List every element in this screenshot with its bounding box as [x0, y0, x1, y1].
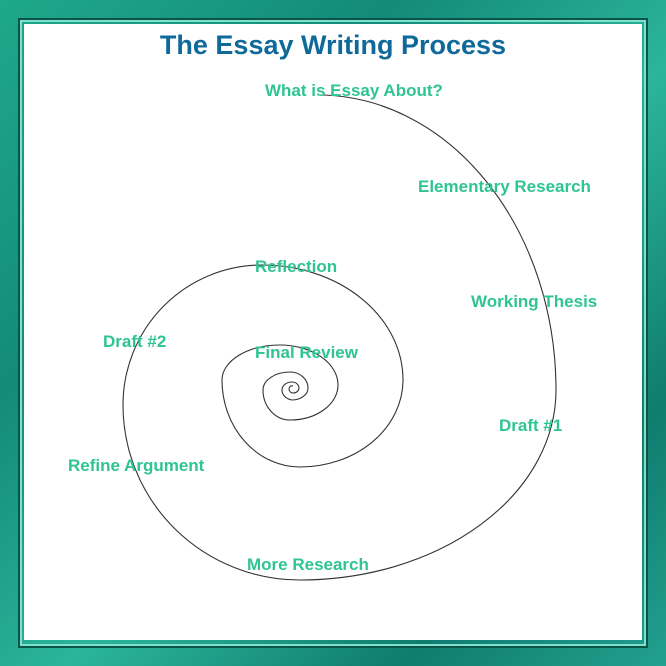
spiral-path — [122, 94, 557, 581]
stage-label: Draft #1 — [499, 416, 563, 435]
page-title: The Essay Writing Process — [159, 30, 507, 60]
canvas — [24, 24, 642, 640]
stage-label: Draft #2 — [103, 332, 167, 351]
stage-label: Elementary Research — [418, 177, 591, 196]
stage-label: Refine Argument — [68, 456, 205, 475]
stage-label: More Research — [247, 555, 369, 574]
stage-label: Working Thesis — [471, 292, 598, 311]
stage-label: What is Essay About? — [265, 81, 443, 100]
stage-label: Reflection — [255, 257, 338, 276]
border-bevel — [20, 20, 646, 646]
stage-label: Final Review — [255, 343, 358, 362]
